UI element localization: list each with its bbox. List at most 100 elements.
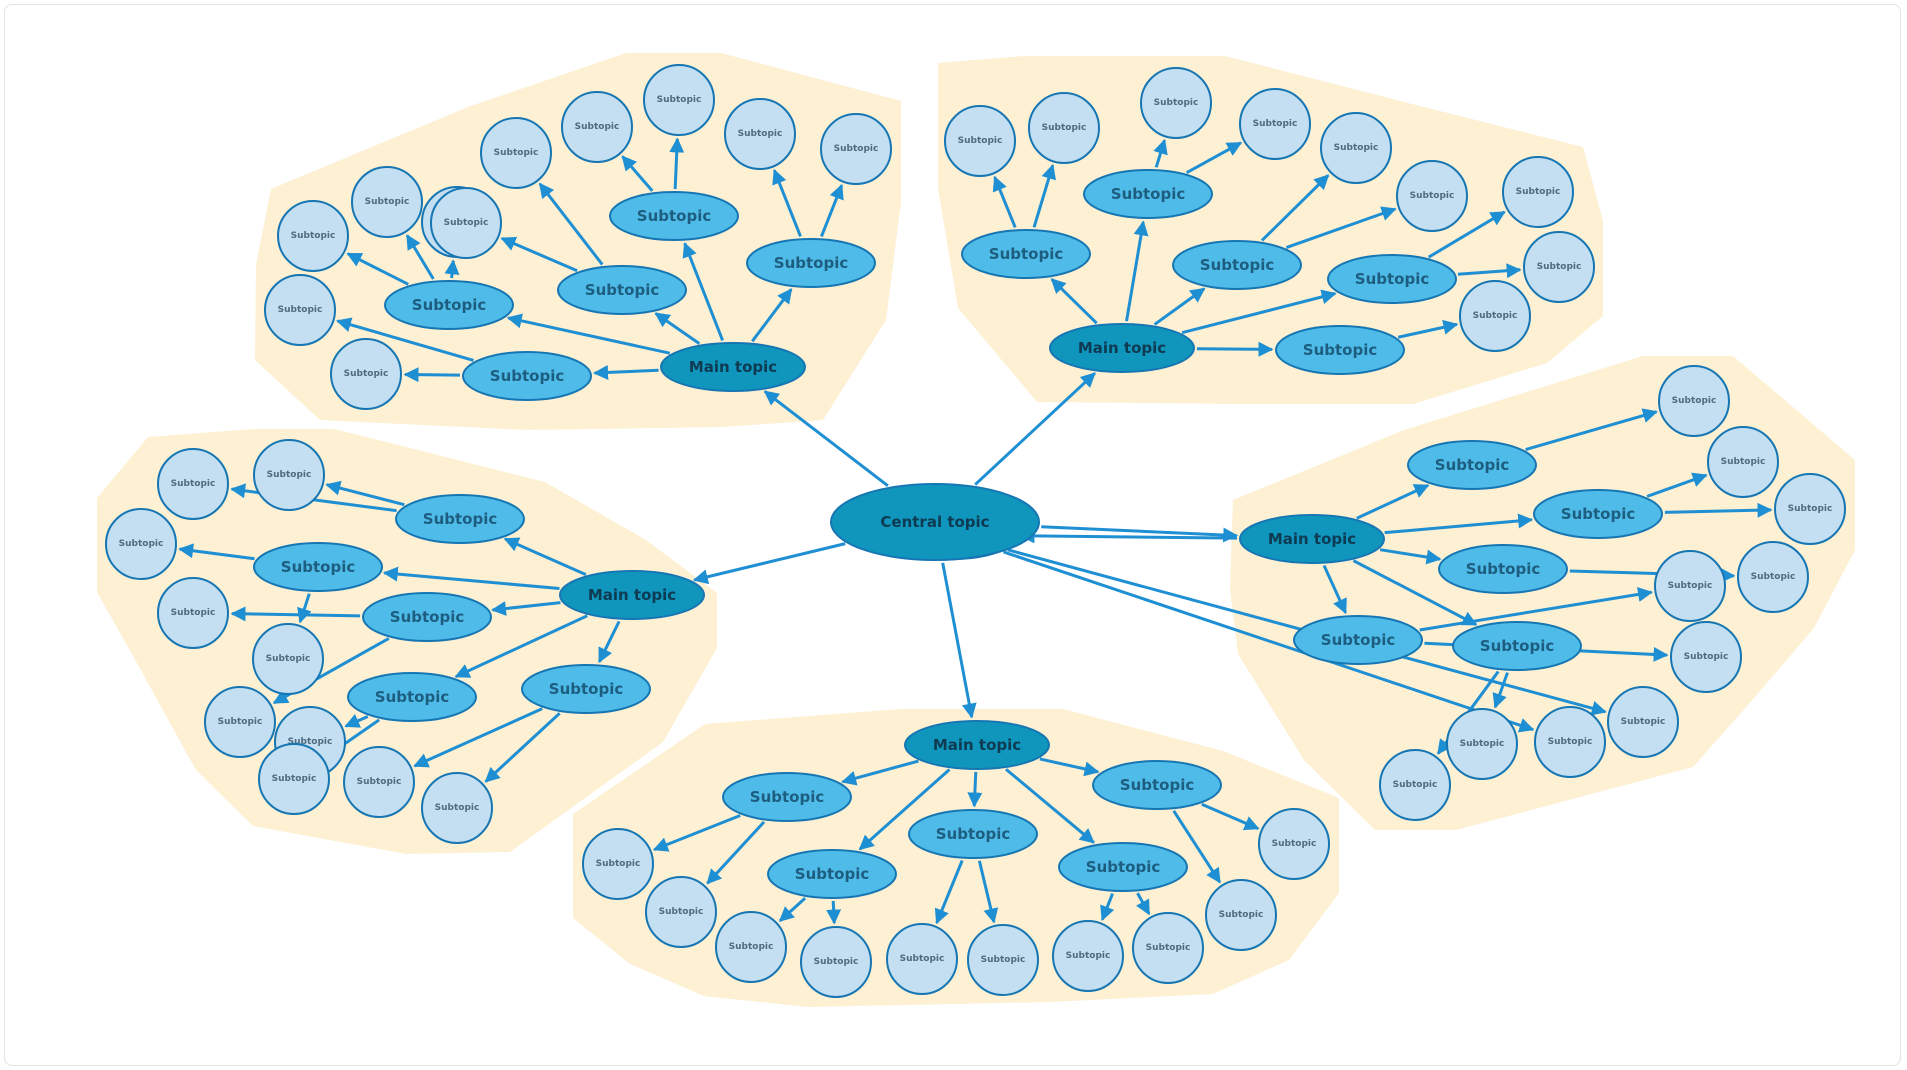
leaf-subtopic-node-1-4-1[interactable]: Subtopic (561, 91, 633, 163)
subtopic-node-4-1[interactable]: Subtopic (722, 772, 852, 822)
leaf-subtopic-node-1-3-1[interactable]: Subtopic (430, 187, 502, 259)
subtopic-node-2-5[interactable]: Subtopic (1275, 325, 1405, 375)
main-topic-node-4[interactable]: Main topic (904, 720, 1050, 770)
leaf-subtopic-node-3-5-1[interactable]: Subtopic (1446, 708, 1518, 780)
leaf-subtopic-node-3-5-2[interactable]: Subtopic (1379, 749, 1451, 821)
subtopic-node-1-3[interactable]: Subtopic (557, 265, 687, 315)
main-topic-node-2[interactable]: Main topic (1049, 323, 1195, 373)
main-topic-node-3[interactable]: Main topic (1239, 514, 1385, 564)
leaf-subtopic-node-3-6-2[interactable]: Subtopic (1607, 686, 1679, 758)
connector-arrow-s4d-to-l38 (1135, 892, 1151, 916)
subtopic-node-1-5[interactable]: Subtopic (746, 238, 876, 288)
leaf-subtopic-node-4-3-2[interactable]: Subtopic (967, 924, 1039, 996)
subtopic-node-3-3[interactable]: Subtopic (1438, 544, 1568, 594)
leaf-subtopic-node-1-5-1[interactable]: Subtopic (724, 98, 796, 170)
leaf-subtopic-node-4-1-1[interactable]: Subtopic (582, 828, 654, 900)
subtopic-node-4-4-label: Subtopic (1086, 858, 1160, 876)
leaf-subtopic-node-1-4-2[interactable]: Subtopic (643, 64, 715, 136)
connector-arrow-m1-to-s1e (751, 288, 793, 343)
subtopic-node-3-1[interactable]: Subtopic (1407, 440, 1537, 490)
leaf-subtopic-node-1-5-2[interactable]: Subtopic (820, 113, 892, 185)
subtopic-node-4-2-label: Subtopic (795, 865, 869, 883)
leaf-subtopic-node-1-3-1-shape (430, 187, 502, 259)
leaf-subtopic-node-1-3-2[interactable]: Subtopic (480, 117, 552, 189)
leaf-subtopic-node-2-3-2[interactable]: Subtopic (1396, 160, 1468, 232)
leaf-subtopic-node-2-1-1[interactable]: Subtopic (944, 105, 1016, 177)
subtopic-node-1-2[interactable]: Subtopic (462, 351, 592, 401)
leaf-subtopic-node-4-5-1-label: Subtopic (1272, 839, 1317, 849)
subtopic-node-4-3[interactable]: Subtopic (908, 809, 1038, 859)
leaf-subtopic-node-2-5-1[interactable]: Subtopic (1459, 280, 1531, 352)
leaf-subtopic-node-5-5-2[interactable]: Subtopic (421, 772, 493, 844)
leaf-subtopic-node-2-2-1[interactable]: Subtopic (1140, 67, 1212, 139)
leaf-subtopic-node-1-5-1-label: Subtopic (738, 129, 783, 139)
subtopic-node-1-3-label: Subtopic (585, 281, 659, 299)
subtopic-node-3-4[interactable]: Subtopic (1293, 615, 1423, 665)
leaf-subtopic-node-5-4-2[interactable]: Subtopic (258, 743, 330, 815)
subtopic-node-5-4[interactable]: Subtopic (347, 672, 477, 722)
subtopic-node-2-4[interactable]: Subtopic (1327, 254, 1457, 304)
leaf-subtopic-node-5-2-2[interactable]: Subtopic (252, 623, 324, 695)
leaf-subtopic-node-4-4-2[interactable]: Subtopic (1132, 912, 1204, 984)
leaf-subtopic-node-3-4-1[interactable]: Subtopic (1654, 550, 1726, 622)
subtopic-node-2-3[interactable]: Subtopic (1172, 240, 1302, 290)
leaf-subtopic-node-4-2-1[interactable]: Subtopic (715, 911, 787, 983)
leaf-subtopic-node-2-2-2[interactable]: Subtopic (1239, 88, 1311, 160)
leaf-subtopic-node-4-3-1[interactable]: Subtopic (886, 923, 958, 995)
leaf-subtopic-node-5-1-2[interactable]: Subtopic (157, 448, 229, 520)
leaf-subtopic-node-2-1-2[interactable]: Subtopic (1028, 92, 1100, 164)
subtopic-node-3-5[interactable]: Subtopic (1452, 621, 1582, 671)
leaf-subtopic-node-1-2-2[interactable]: Subtopic (330, 338, 402, 410)
leaf-subtopic-node-2-3-1[interactable]: Subtopic (1320, 112, 1392, 184)
leaf-subtopic-node-3-2-2-label: Subtopic (1788, 504, 1833, 514)
leaf-subtopic-node-4-4-1[interactable]: Subtopic (1052, 920, 1124, 992)
subtopic-node-5-1-shape (395, 494, 525, 544)
subtopic-node-5-1[interactable]: Subtopic (395, 494, 525, 544)
subtopic-node-1-4[interactable]: Subtopic (609, 191, 739, 241)
node-layer: SubtopicSubtopicSubtopicSubtopicSubtopic… (105, 64, 1846, 998)
subtopic-node-5-2[interactable]: Subtopic (253, 542, 383, 592)
leaf-subtopic-node-5-1-1[interactable]: Subtopic (253, 439, 325, 511)
central-topic-node[interactable]: Central topic (830, 483, 1040, 561)
subtopic-node-4-2[interactable]: Subtopic (767, 849, 897, 899)
leaf-subtopic-node-1-1-2[interactable]: Subtopic (351, 166, 423, 238)
leaf-subtopic-node-3-4-2[interactable]: Subtopic (1670, 621, 1742, 693)
leaf-subtopic-node-3-2-1[interactable]: Subtopic (1707, 426, 1779, 498)
leaf-subtopic-node-2-4-2[interactable]: Subtopic (1523, 231, 1595, 303)
subtopic-node-2-2[interactable]: Subtopic (1083, 169, 1213, 219)
leaf-subtopic-node-3-6-1[interactable]: Subtopic (1534, 706, 1606, 778)
subtopic-node-2-1[interactable]: Subtopic (961, 229, 1091, 279)
subtopic-node-4-4[interactable]: Subtopic (1058, 842, 1188, 892)
leaf-subtopic-node-1-2-2-label: Subtopic (344, 369, 389, 379)
leaf-subtopic-node-4-5-2[interactable]: Subtopic (1205, 879, 1277, 951)
leaf-subtopic-node-5-3-2[interactable]: Subtopic (204, 686, 276, 758)
connector-arrow-m4-to-s4d (1005, 768, 1095, 844)
subtopic-node-1-1[interactable]: Subtopic (384, 280, 514, 330)
leaf-subtopic-node-5-3-1[interactable]: Subtopic (157, 577, 229, 649)
connector-layer (178, 137, 1773, 925)
subtopic-node-4-5-label: Subtopic (1120, 776, 1194, 794)
leaf-subtopic-node-4-1-2[interactable]: Subtopic (645, 876, 717, 948)
leaf-subtopic-node-3-2-2[interactable]: Subtopic (1774, 473, 1846, 545)
leaf-subtopic-node-5-2-1[interactable]: Subtopic (105, 508, 177, 580)
leaf-subtopic-node-3-3-1-label: Subtopic (1751, 572, 1796, 582)
subtopic-node-2-3-shape (1172, 240, 1302, 290)
leaf-subtopic-node-3-6-1-label: Subtopic (1548, 737, 1593, 747)
subtopic-node-5-5[interactable]: Subtopic (521, 664, 651, 714)
connector-arrow-s4b-to-l34 (826, 900, 842, 925)
main-topic-node-1[interactable]: Main topic (660, 342, 806, 392)
leaf-subtopic-node-1-2-1[interactable]: Subtopic (264, 274, 336, 346)
main-topic-node-5[interactable]: Main topic (559, 570, 705, 620)
connector-arrow-m5-to-s5b (382, 566, 560, 591)
subtopic-node-3-2[interactable]: Subtopic (1533, 489, 1663, 539)
leaf-subtopic-node-4-2-2[interactable]: Subtopic (800, 926, 872, 998)
subtopic-node-5-3[interactable]: Subtopic (362, 592, 492, 642)
leaf-subtopic-node-1-1-1[interactable]: Subtopic (277, 200, 349, 272)
leaf-subtopic-node-3-3-1[interactable]: Subtopic (1737, 541, 1809, 613)
leaf-subtopic-node-4-5-1[interactable]: Subtopic (1258, 808, 1330, 880)
leaf-subtopic-node-5-5-1[interactable]: Subtopic (343, 746, 415, 818)
subtopic-node-4-5[interactable]: Subtopic (1092, 760, 1222, 810)
leaf-subtopic-node-3-1-1[interactable]: Subtopic (1658, 365, 1730, 437)
connector-arrow-s4d-to-l37 (1100, 892, 1115, 922)
leaf-subtopic-node-2-4-1[interactable]: Subtopic (1502, 156, 1574, 228)
